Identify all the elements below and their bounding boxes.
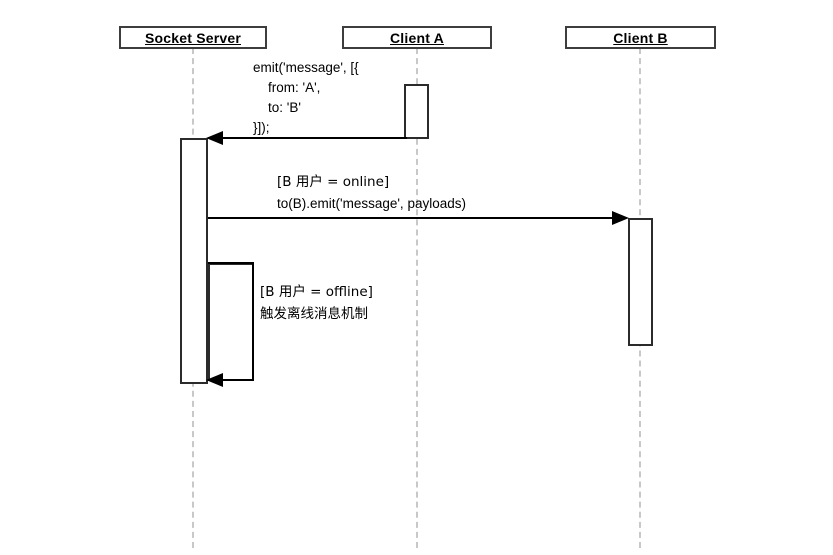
message-call-offline-message: 触发离线消息机制 [260, 306, 368, 322]
message-arrow-to-b-emit [208, 217, 622, 219]
participant-client-b[interactable]: Client B [565, 26, 716, 49]
arrow-head-to-b-emit [612, 211, 629, 225]
message-guard-offline-message: [B 用户 = offline] [260, 284, 373, 300]
participant-label-socket-server: Socket Server [145, 29, 241, 46]
message-guard-to-b-emit: [B 用户 = online] [277, 174, 390, 190]
self-call-segment-right [252, 262, 254, 381]
participant-socket-server[interactable]: Socket Server [119, 26, 267, 49]
lifeline-client-a [416, 48, 418, 548]
participant-label-client-a: Client A [390, 29, 444, 46]
activation-bar-client-a [404, 84, 429, 139]
self-call-segment-top [208, 262, 254, 264]
activation-bar-socket-server [180, 138, 208, 384]
participant-label-client-b: Client B [613, 29, 668, 46]
message-call-to-b-emit: to(B).emit('message', payloads) [277, 196, 466, 211]
arrow-head-emit-message [206, 131, 223, 145]
message-label-emit-message: emit('message', [{ from: 'A', to: 'B' }]… [253, 60, 359, 135]
arrow-head-self-call [206, 373, 223, 387]
self-call-segment-bottom [222, 379, 254, 381]
activation-bar-client-b [628, 218, 653, 346]
activation-bar-socket-server-nested [208, 263, 254, 381]
participant-client-a[interactable]: Client A [342, 26, 492, 49]
message-arrow-emit-message [208, 137, 407, 139]
